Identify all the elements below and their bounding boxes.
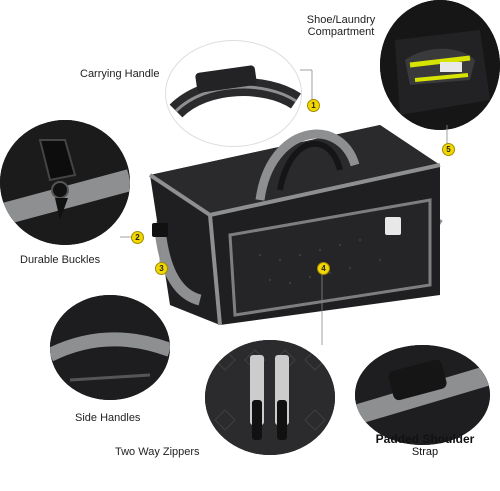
duffel-bag-image (148, 125, 443, 326)
carrying-handle-label: Carrying Handle (80, 68, 160, 80)
badge-5: 5 (442, 143, 455, 156)
badge-2: 2 (131, 231, 144, 244)
padded-strap-label-line2: Strap (411, 446, 439, 458)
side-handles-detail-image (50, 295, 170, 400)
shoe-compartment-label: Shoe/Laundry Compartment (296, 14, 386, 38)
padded-strap-detail-image (355, 345, 490, 445)
shoe-compartment-label-line1: Shoe/Laundry (306, 14, 376, 26)
padded-strap-label: Padded Shoulder Strap (372, 432, 478, 458)
shoe-compartment-detail-image (380, 0, 500, 130)
two-way-zippers-label: Two Way Zippers (115, 446, 200, 458)
two-way-zippers-detail-image (205, 340, 335, 455)
side-handles-label: Side Handles (75, 412, 141, 424)
durable-buckles-label: Durable Buckles (20, 254, 101, 266)
badge-1: 1 (307, 99, 320, 112)
padded-strap-label-line1: Padded Shoulder (375, 432, 475, 446)
badge-4: 4 (317, 262, 330, 275)
durable-buckles-detail-image (0, 120, 130, 245)
badge-3: 3 (155, 262, 168, 275)
carrying-handle-detail-image (165, 40, 302, 147)
shoe-compartment-label-line2: Compartment (307, 26, 375, 38)
